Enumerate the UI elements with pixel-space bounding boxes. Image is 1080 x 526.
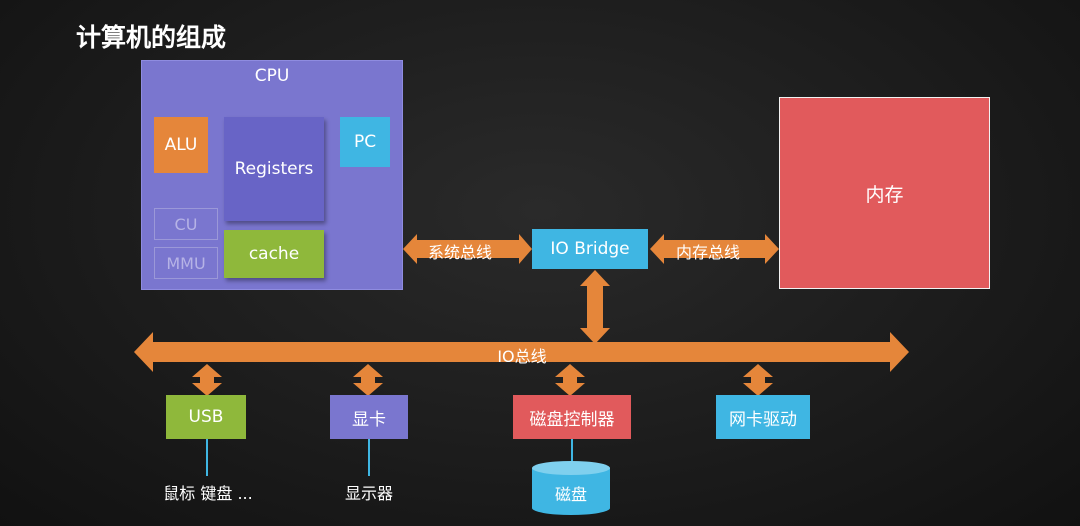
cu-box: CU <box>154 208 218 240</box>
nic-box: 网卡驱动 <box>716 395 810 439</box>
nic-arrow <box>743 364 773 396</box>
memory-bus-arrow <box>650 234 779 264</box>
io-bus-arrow <box>134 332 909 372</box>
disk-controller-box: 磁盘控制器 <box>513 395 631 439</box>
system-bus-label: 系统总线 <box>428 243 493 262</box>
mmu-box: MMU <box>154 247 218 279</box>
io-bridge-box: IO Bridge <box>532 229 648 269</box>
system-bus-arrow <box>403 234 532 264</box>
usb-devices-label: 鼠标 键盘 ... <box>163 484 253 503</box>
monitor-label: 显示器 <box>344 484 393 503</box>
disk-controller-arrow <box>555 364 585 396</box>
registers-box: Registers <box>224 117 324 221</box>
usb-box: USB <box>166 395 246 439</box>
memory-box: 内存 <box>779 97 990 289</box>
page-title: 计算机的组成 <box>76 23 227 52</box>
usb-arrow <box>192 364 222 396</box>
memory-bus-label: 内存总线 <box>676 243 741 262</box>
gpu-arrow <box>353 364 383 396</box>
pc-box: PC <box>340 117 390 167</box>
alu-box: ALU <box>154 117 208 173</box>
disk-label: 磁盘 <box>554 485 587 504</box>
io-bus-label: IO总线 <box>497 347 547 366</box>
gpu-box: 显卡 <box>330 395 408 439</box>
cache-box: cache <box>224 230 324 278</box>
disk-cylinder <box>532 461 610 515</box>
bridge-io-arrow <box>580 270 610 344</box>
cpu-label: CPU <box>254 66 290 86</box>
